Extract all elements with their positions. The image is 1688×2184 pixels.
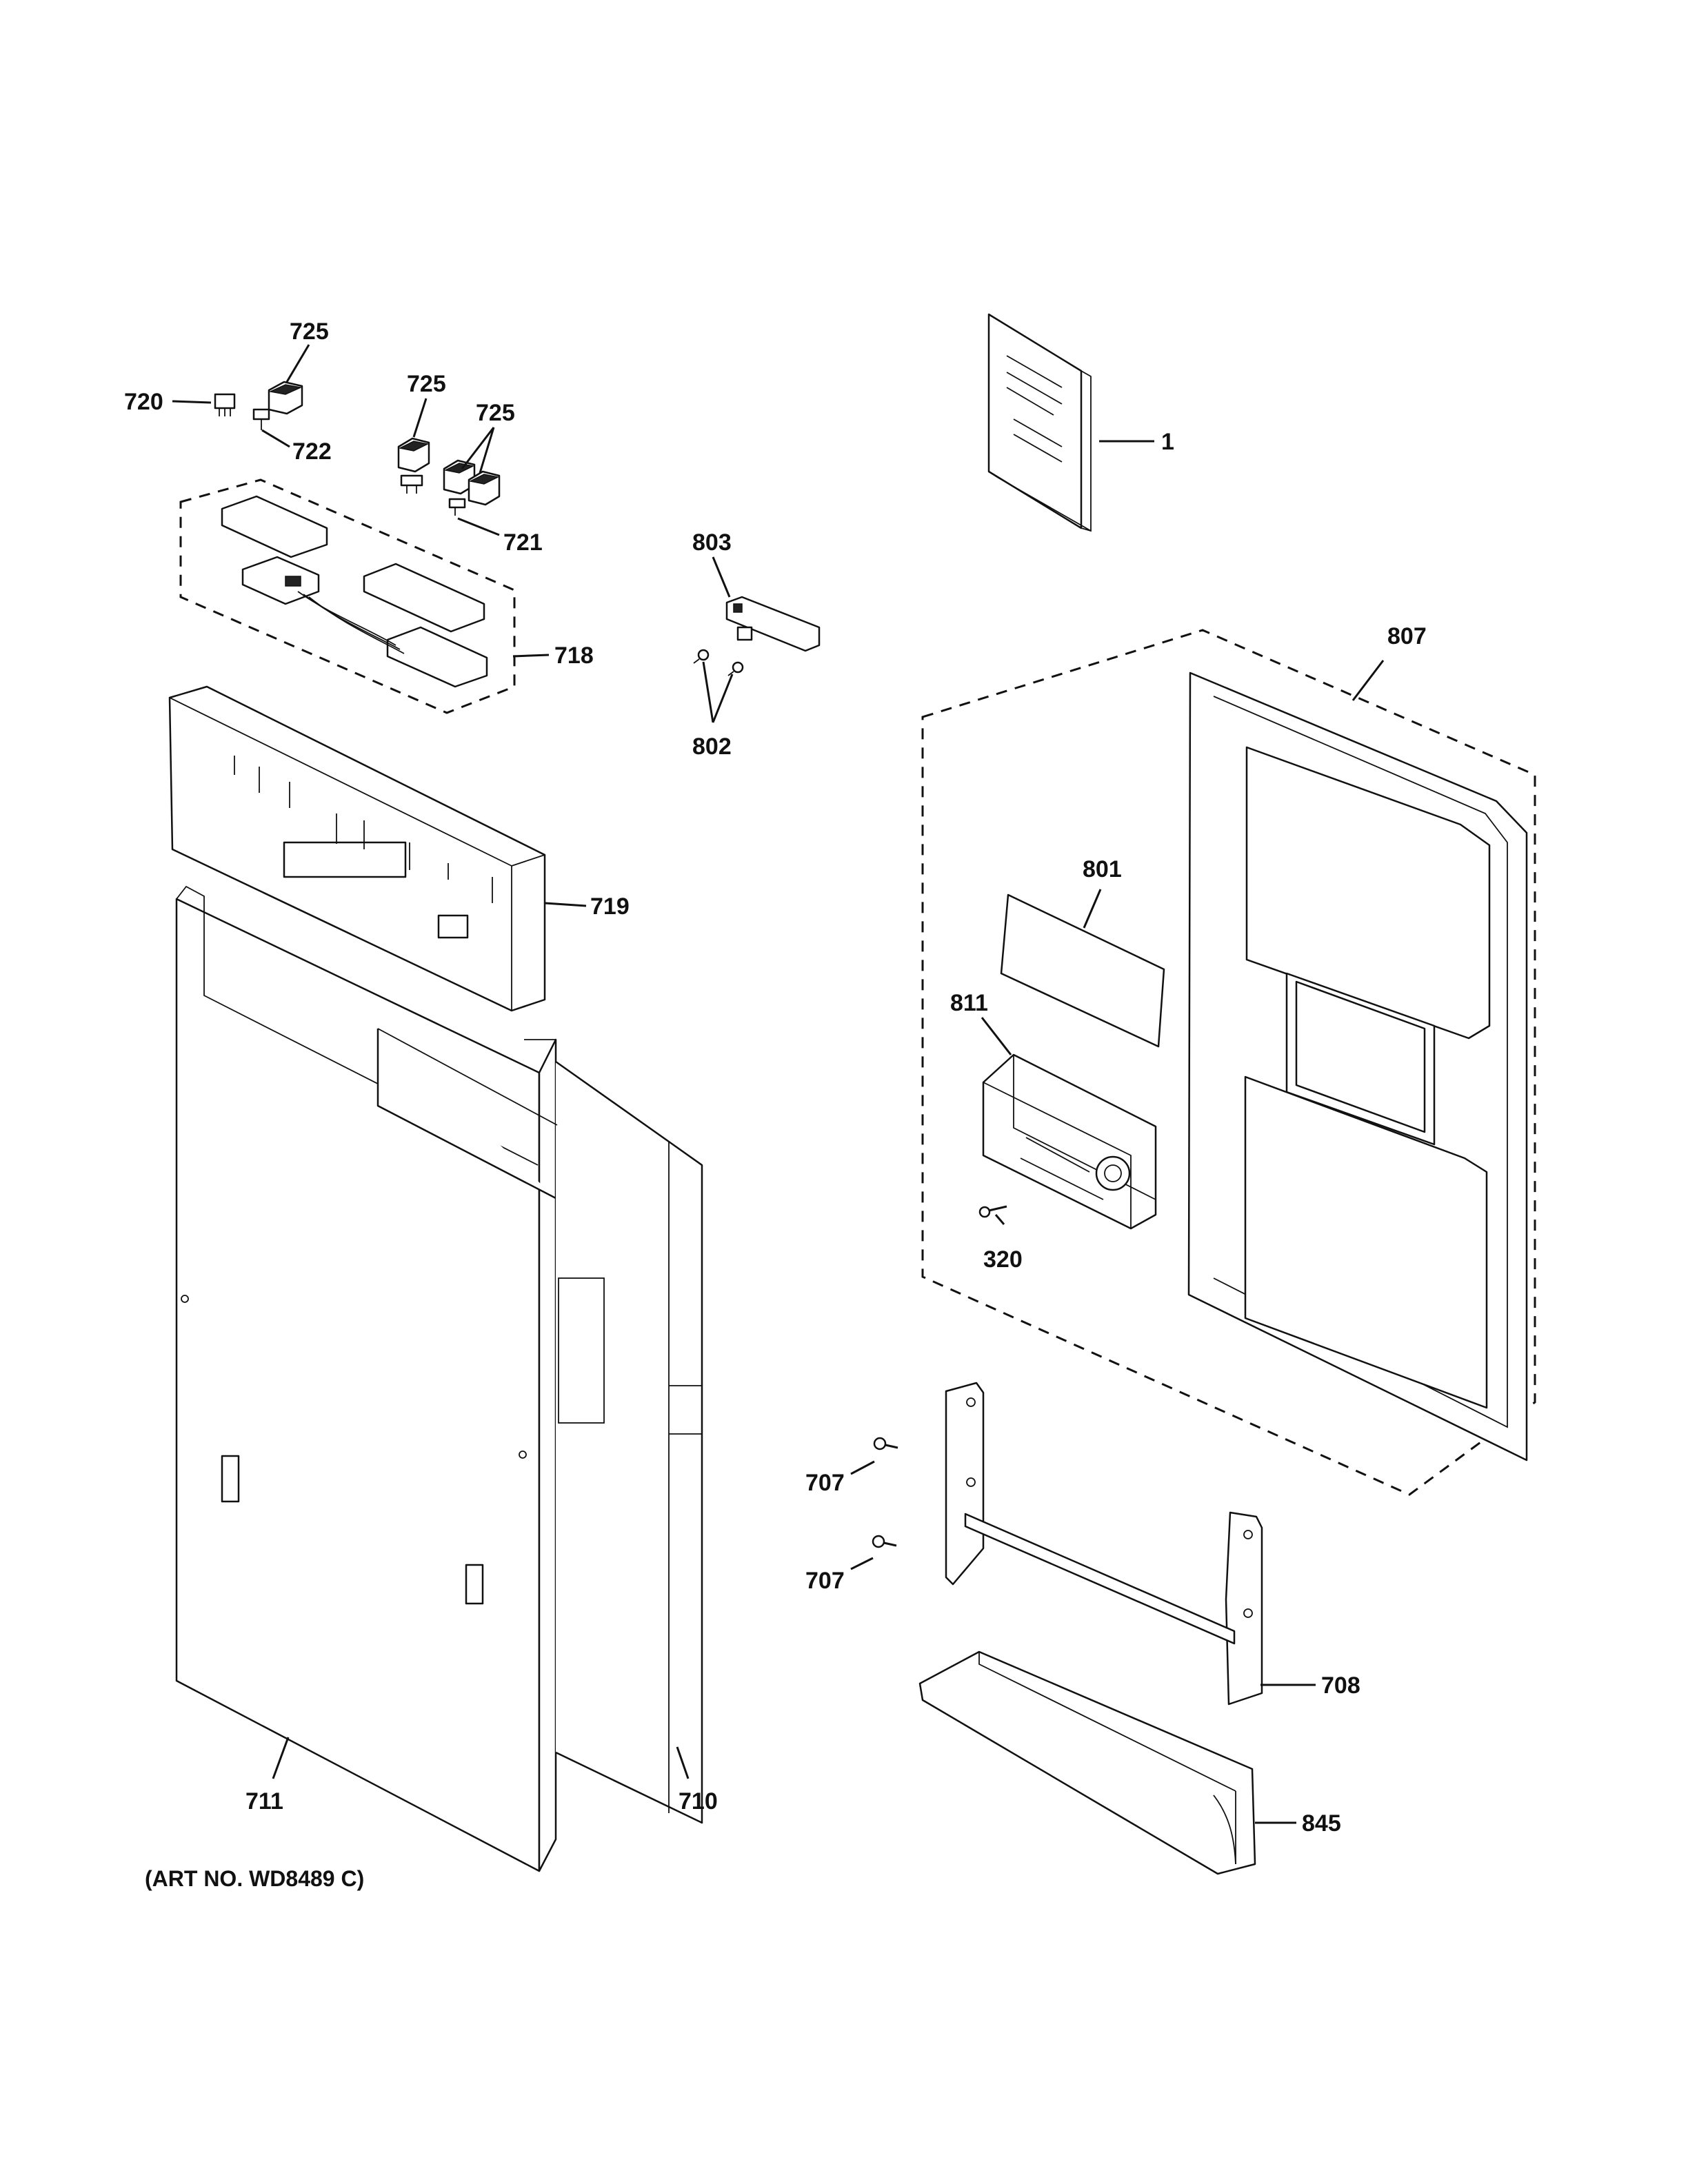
callout-710[interactable]: 710	[679, 1788, 718, 1814]
callout-720[interactable]: 720	[124, 389, 163, 415]
part-708-hinge-assembly[interactable]	[945, 1382, 1263, 1706]
callout-811[interactable]: 811	[950, 990, 988, 1016]
callout-725-c[interactable]: 725	[476, 400, 515, 426]
part-1-owners-manual[interactable]	[987, 313, 1092, 532]
callout-721[interactable]: 721	[503, 529, 543, 556]
callout-711[interactable]: 711	[245, 1788, 283, 1814]
part-845-bottom-trim[interactable]	[918, 1650, 1256, 1875]
part-722-pin[interactable]	[252, 408, 270, 430]
part-710-insulation-blanket[interactable]	[376, 1028, 703, 1824]
callout-801[interactable]: 801	[1083, 856, 1122, 882]
part-707-screw-b[interactable]	[872, 1535, 897, 1548]
callout-802[interactable]: 802	[692, 734, 732, 760]
part-801-label[interactable]	[1000, 893, 1165, 1048]
part-725-button-a[interactable]	[268, 381, 303, 415]
part-807-inner-door-assembly[interactable]	[921, 629, 1536, 1496]
part-719-control-frame[interactable]	[168, 685, 546, 1012]
callout-845[interactable]: 845	[1302, 1810, 1341, 1837]
part-320-screw[interactable]	[978, 1205, 1007, 1218]
art-number: (ART NO. WD8489 C)	[145, 1866, 364, 1891]
callout-320[interactable]: 320	[983, 1246, 1023, 1273]
part-720-connector[interactable]	[214, 393, 236, 416]
callout-807[interactable]: 807	[1387, 623, 1427, 649]
callout-leaders	[172, 344, 1385, 1824]
callout-718[interactable]: 718	[554, 643, 594, 669]
callout-725-b[interactable]: 725	[407, 371, 446, 397]
part-711-door-panel[interactable]	[175, 885, 557, 1872]
callout-1[interactable]: 1	[1161, 429, 1174, 455]
part-725-button-c[interactable]	[443, 459, 501, 516]
part-725-button-b[interactable]	[397, 437, 430, 494]
callout-707-b[interactable]: 707	[805, 1568, 845, 1594]
callout-719[interactable]: 719	[590, 893, 630, 920]
part-802-screws[interactable]	[693, 649, 744, 676]
part-811-detergent-dispenser[interactable]	[982, 1053, 1157, 1230]
callout-725-a[interactable]: 725	[290, 318, 329, 345]
callout-labels: 725 720 722 725 725 721 718 719 1 803 80…	[124, 318, 1427, 1837]
part-707-screw-a[interactable]	[873, 1437, 898, 1450]
part-803-sensor[interactable]	[725, 596, 821, 652]
part-718-control-boards[interactable]	[179, 478, 516, 714]
callout-722[interactable]: 722	[292, 438, 332, 465]
callout-803[interactable]: 803	[692, 529, 732, 556]
callout-707-a[interactable]: 707	[805, 1470, 845, 1496]
callout-708[interactable]: 708	[1321, 1672, 1360, 1699]
